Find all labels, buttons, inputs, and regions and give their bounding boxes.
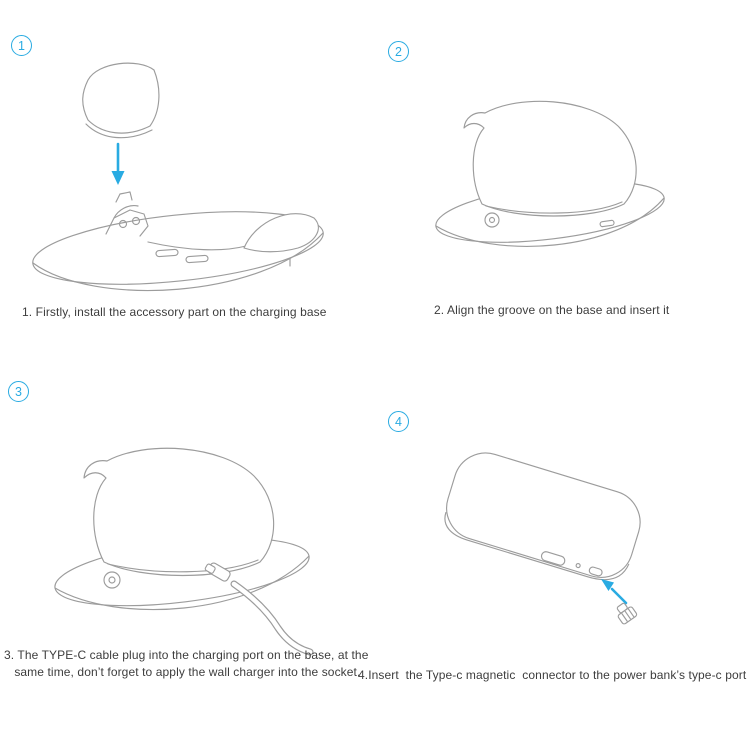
clamp-mechanism-drawing	[105, 191, 149, 237]
step-2-badge: 2	[388, 41, 409, 62]
charging-base-with-cable-drawing	[54, 447, 314, 656]
step-3-number: 3	[15, 384, 22, 399]
cradle-wall-drawing	[243, 213, 319, 253]
power-bank-drawing	[444, 452, 641, 581]
connector-insert-arrow-icon	[601, 579, 628, 605]
logo-button-drawing	[103, 571, 121, 589]
indicator-hole-drawing	[575, 563, 581, 569]
step-3-illustration	[54, 447, 314, 656]
step-3-badge: 3	[8, 381, 29, 402]
step-2-illustration	[435, 100, 665, 247]
insert-down-arrow-icon	[111, 142, 125, 185]
deck-slot	[155, 248, 179, 258]
step-1-caption: 1. Firstly, install the accessory part o…	[22, 305, 327, 319]
step-1-number: 1	[18, 38, 25, 53]
logo-button-drawing	[484, 212, 500, 228]
accessory-part-drawing	[82, 62, 160, 139]
step-3-caption: 3. The TYPE-C cable plug into the chargi…	[4, 648, 369, 679]
base-rim-edge	[435, 197, 665, 247]
step-4-badge: 4	[388, 411, 409, 432]
charging-base-drawing	[32, 191, 324, 292]
type-c-cable-drawing	[204, 562, 314, 656]
step-1-illustration	[32, 62, 324, 292]
base-rim-edge	[32, 232, 324, 292]
step-2-number: 2	[395, 44, 402, 59]
base-rim-edge	[54, 555, 310, 611]
step-4-number: 4	[395, 414, 402, 429]
magnetic-connector-drawing	[616, 602, 638, 625]
step-1-badge: 1	[11, 35, 32, 56]
connector-socket-drawing	[588, 566, 603, 577]
step-4-caption: 4.Insert the Type-c magnetic connector t…	[358, 668, 747, 682]
type-c-port-drawing	[599, 219, 615, 228]
back-support-drawing	[83, 447, 275, 576]
type-c-port-drawing	[204, 563, 216, 574]
deck-slot	[185, 254, 209, 264]
back-support-drawing	[463, 100, 637, 217]
type-c-port-drawing	[540, 551, 566, 566]
step-2-caption: 2. Align the groove on the base and inse…	[434, 303, 670, 317]
step-4-illustration	[444, 452, 641, 625]
charging-base-assembled-drawing	[435, 100, 665, 247]
